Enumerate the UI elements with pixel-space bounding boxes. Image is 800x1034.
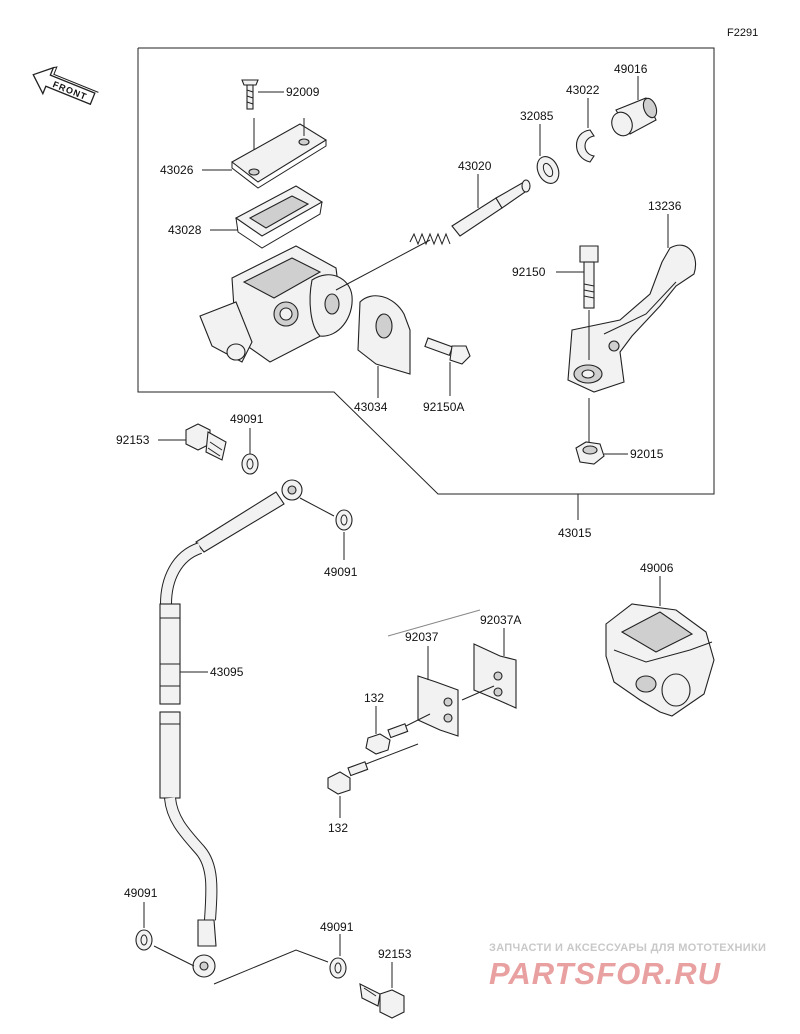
label-49091-c: 49091	[124, 886, 158, 900]
bolt-92150A	[424, 337, 471, 365]
label-13236: 13236	[648, 199, 682, 213]
label-92015: 92015	[630, 447, 664, 461]
watermark-tagline: ЗАПЧАСТИ И АКСЕССУАРЫ ДЛЯ МОТОТЕХНИКИ	[489, 942, 766, 954]
label-43026: 43026	[160, 163, 194, 177]
label-132-b: 132	[328, 821, 348, 835]
bolt-132-a	[365, 723, 409, 755]
label-92037: 92037	[405, 630, 439, 644]
piston-43020	[451, 179, 531, 237]
label-92009: 92009	[286, 85, 320, 99]
label-43034: 43034	[354, 400, 388, 414]
watermark-logo: PARTSFOR.RU	[489, 956, 722, 991]
label-92150: 92150	[512, 265, 546, 279]
boot-49016	[611, 97, 658, 137]
guard-49006	[605, 603, 715, 717]
label-92150A: 92150A	[423, 400, 464, 414]
washer-49091-c	[135, 929, 153, 951]
washer-49091-a	[241, 453, 259, 475]
banjo-bolt-92153-bottom	[359, 983, 405, 1019]
lever-13236	[567, 244, 696, 393]
diaphragm-43028	[234, 185, 324, 249]
label-92037A: 92037A	[480, 613, 521, 627]
label-49016: 49016	[614, 62, 648, 76]
label-32085: 32085	[520, 109, 554, 123]
bracket-92037A	[473, 643, 517, 709]
clamp-43034	[357, 295, 411, 375]
washer-32085	[536, 156, 560, 184]
label-49091-d: 49091	[320, 920, 354, 934]
label-49006: 49006	[640, 561, 674, 575]
figure-code: F2291	[727, 27, 758, 39]
label-43028: 43028	[168, 223, 202, 237]
label-132-a: 132	[364, 691, 384, 705]
nut-92015	[575, 441, 605, 465]
bolt-92150	[579, 245, 599, 309]
master-cylinder-body	[199, 245, 353, 363]
label-49091-a: 49091	[230, 412, 264, 426]
front-arrow-icon: FRONT	[32, 66, 99, 106]
label-92153-bottom: 92153	[378, 947, 412, 961]
label-92153-top: 92153	[116, 433, 150, 447]
banjo-bolt-92153-top	[185, 423, 227, 461]
label-43095: 43095	[210, 665, 244, 679]
washer-49091-d	[329, 957, 347, 979]
label-49091-b: 49091	[324, 565, 358, 579]
spring-43020	[409, 232, 451, 246]
label-43020: 43020	[458, 159, 492, 173]
cap-43026	[231, 123, 328, 189]
screw-92009	[241, 79, 259, 110]
washer-49091-b	[335, 509, 353, 531]
bolt-132-b	[327, 761, 369, 795]
label-43015: 43015	[558, 526, 592, 540]
snap-ring-43022	[575, 129, 595, 163]
assembly-frame	[137, 47, 715, 495]
label-43022: 43022	[566, 83, 600, 97]
bracket-92037	[417, 675, 459, 737]
brake-hose-43095	[159, 479, 303, 978]
watermark-logo-text: PARTSFOR.RU	[489, 956, 722, 991]
